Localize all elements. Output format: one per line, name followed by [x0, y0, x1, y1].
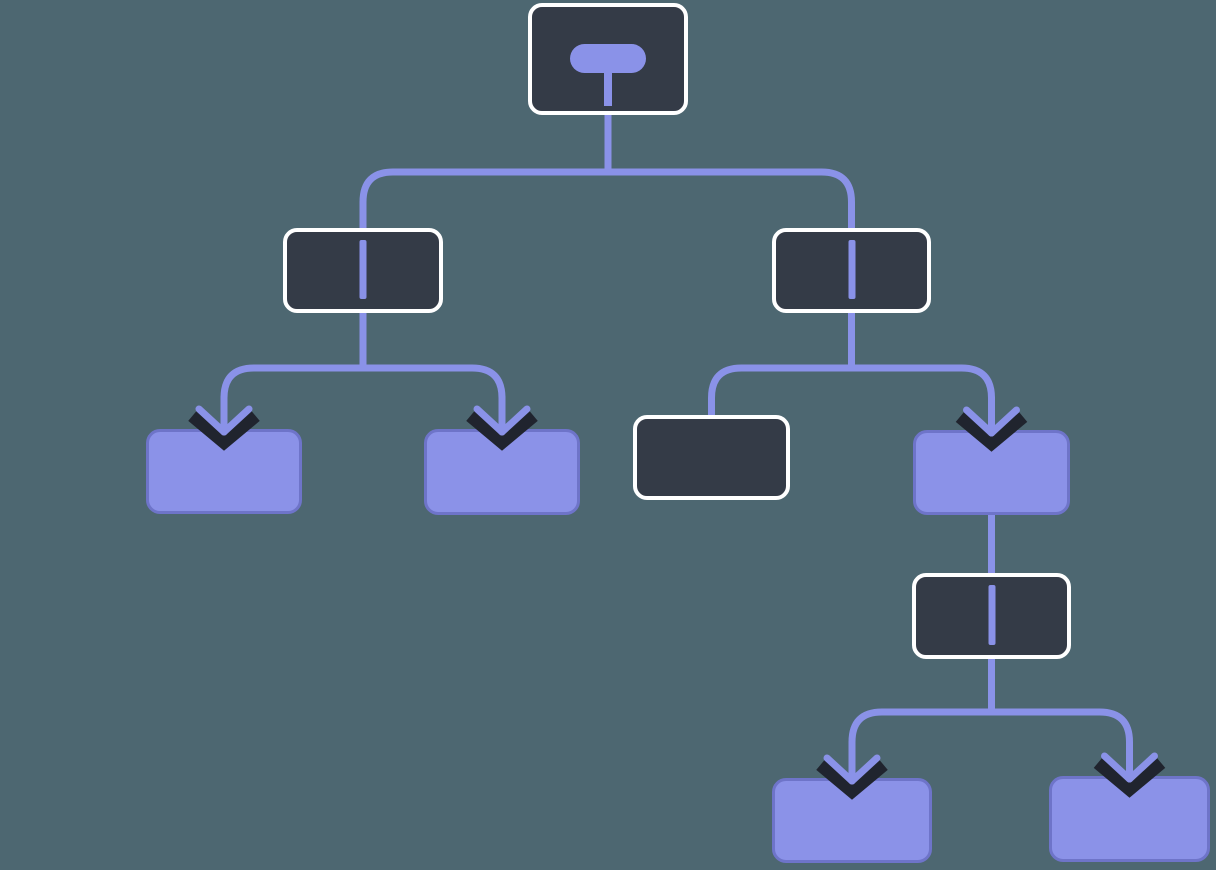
- vertical-line-icon: [988, 585, 995, 645]
- tree-node-empty-branch[interactable]: [633, 415, 790, 500]
- edge-root-branch-right: [604, 115, 855, 231]
- edge-branch-bottom-leaf-4: [848, 659, 995, 768]
- root-pill-stem-icon: [604, 71, 612, 106]
- tree-node-leaf-3[interactable]: [913, 430, 1070, 515]
- vertical-line-icon: [359, 240, 367, 299]
- tree-node-leaf-2[interactable]: [424, 429, 580, 515]
- tree-node-branch-bottom[interactable]: [912, 573, 1071, 659]
- tree-node-leaf-1[interactable]: [146, 429, 302, 514]
- edge-branch-right-empty-branch: [708, 313, 855, 418]
- tree-node-leaf-5[interactable]: [1049, 776, 1210, 862]
- tree-node-leaf-4[interactable]: [772, 778, 932, 863]
- tree-node-branch-right[interactable]: [772, 228, 931, 313]
- edge-root-branch-left: [359, 115, 612, 231]
- tree-node-root[interactable]: [528, 3, 688, 115]
- vertical-line-icon: [848, 240, 855, 299]
- tree-node-branch-left[interactable]: [283, 228, 443, 313]
- root-pill-icon: [570, 44, 646, 73]
